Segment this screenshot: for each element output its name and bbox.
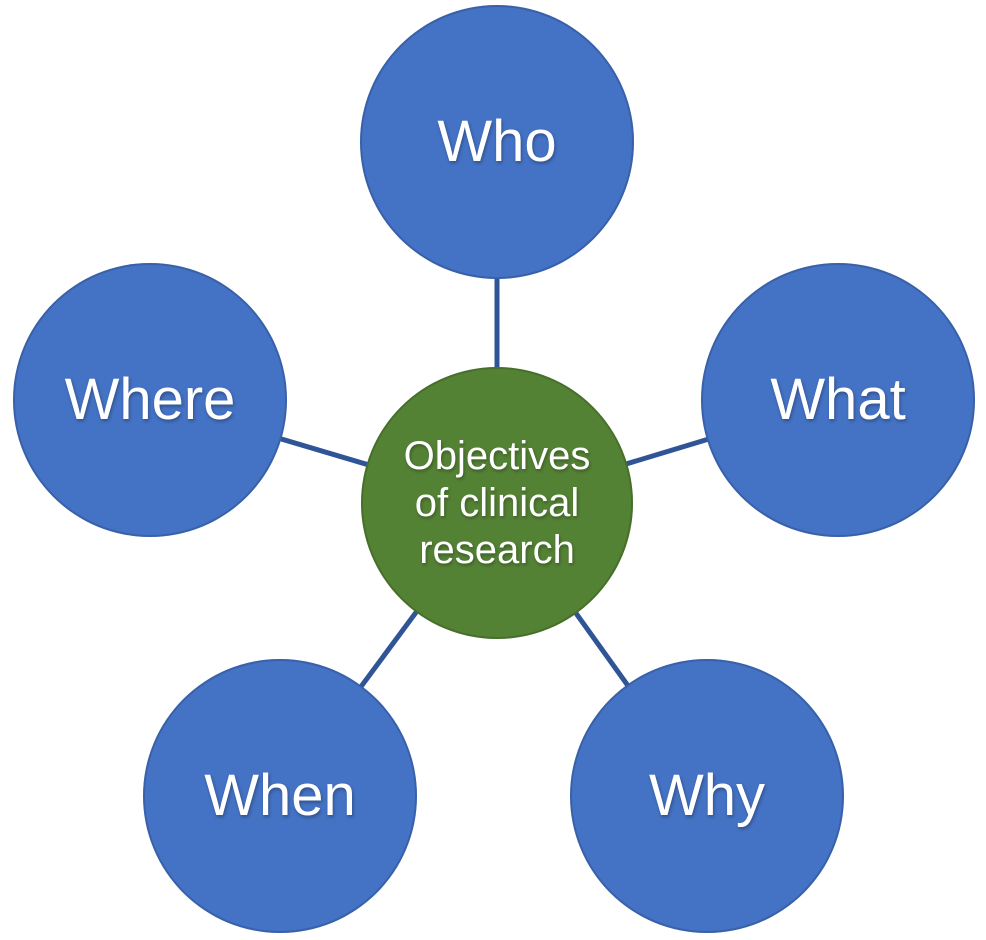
node-what: What [701,263,975,537]
node-when: When [143,659,417,933]
node-where: Where [13,263,287,537]
node-center: Objectives of clinical research [361,367,633,639]
center-label-line-2: of clinical [414,480,580,525]
node-who: Who [360,5,634,279]
node-why-label: Why [649,763,765,828]
node-when-label: When [204,763,356,828]
node-why: Why [570,659,844,933]
center-label: Objectives of clinical research [404,433,591,574]
center-label-line-3: research [419,527,575,572]
node-who-label: Who [437,109,557,174]
node-where-label: Where [64,367,236,432]
center-label-line-1: Objectives [403,433,591,478]
node-what-label: What [770,367,906,432]
